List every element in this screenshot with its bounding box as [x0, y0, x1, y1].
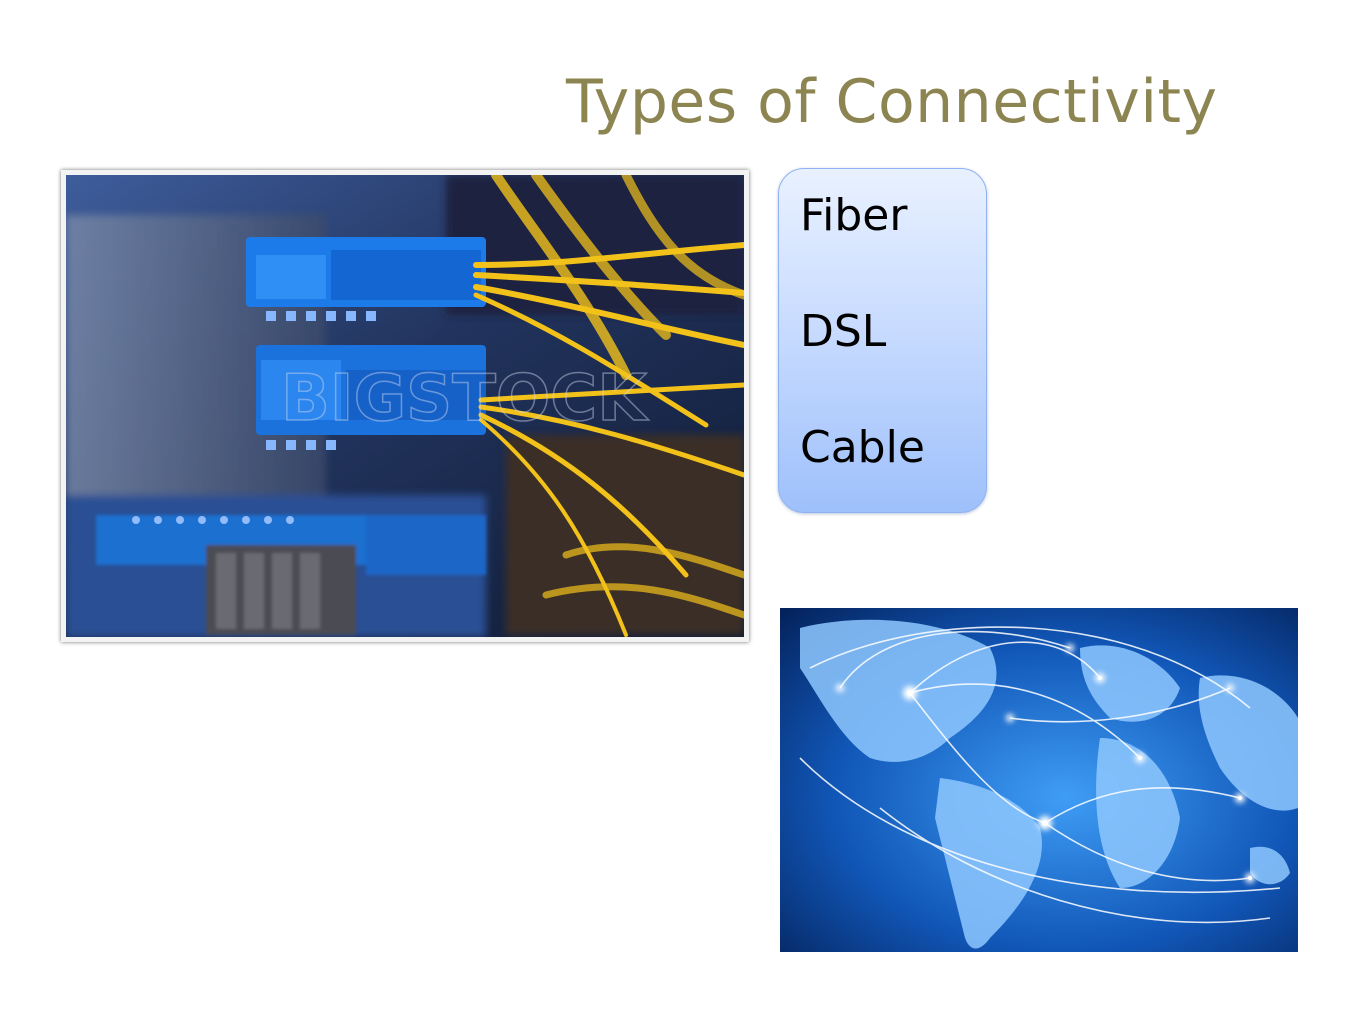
globe-network-photo — [780, 608, 1298, 952]
list-item-fiber: Fiber — [800, 190, 908, 241]
slide-title: Types of Connectivity — [566, 67, 1218, 137]
connectivity-types-list: Fiber DSL Cable — [778, 168, 987, 513]
fiber-optic-photo: BIGSTOCK — [61, 170, 749, 642]
watermark-text: BIGSTOCK — [281, 362, 649, 436]
list-item-dsl: DSL — [800, 306, 887, 357]
list-item-cable: Cable — [800, 422, 925, 473]
